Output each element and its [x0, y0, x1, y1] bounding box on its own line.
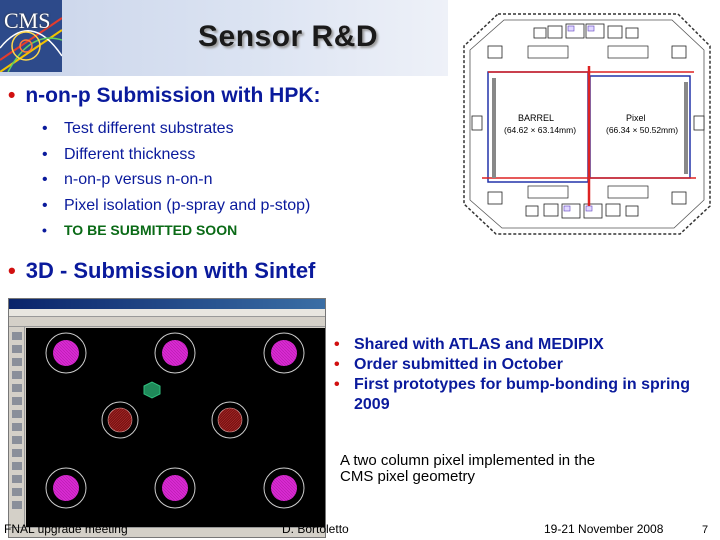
section1-heading: •n-on-p Submission with HPK:: [8, 84, 321, 107]
list-item: •Order submitted in October: [334, 356, 563, 373]
slide-title: Sensor R&D: [198, 20, 379, 53]
list-item-emphasis: •TO BE SUBMITTED SOON: [42, 222, 238, 238]
window-statusbar: [9, 527, 325, 537]
page-number: 7: [702, 524, 709, 536]
barrel-dims: (64.62 × 63.14mm): [504, 125, 576, 135]
barrel-label: BARREL: [518, 113, 554, 123]
window-toolbar: [9, 317, 325, 327]
cms-logo: CMS: [0, 0, 62, 72]
wafer-layout-drawing: BARREL (64.62 × 63.14mm) Pixel (66.34 × …: [458, 6, 718, 240]
footer-meeting: FNAL upgrade meeting: [4, 522, 128, 536]
window-menubar: [9, 309, 325, 317]
footer-date: 19-21 November 2008: [544, 522, 664, 536]
cms-logo-text: CMS: [4, 8, 51, 33]
bullet-dot: •: [8, 84, 16, 107]
tool-palette: [9, 327, 25, 527]
list-item: •Test different substrates: [42, 120, 234, 137]
section1-list: •Test different substrates •Different th…: [42, 116, 310, 244]
footer-author: D. Bortoletto: [282, 522, 349, 536]
window-titlebar: [9, 299, 325, 309]
header-band: [0, 0, 448, 76]
list-item: •Shared with ATLAS and MEDIPIX: [334, 336, 604, 353]
section2-list: •Shared with ATLAS and MEDIPIX •Order su…: [334, 335, 704, 415]
bullet-dot: •: [8, 258, 16, 283]
pixel-dims: (66.34 × 50.52mm): [606, 125, 678, 135]
list-item: •Pixel isolation (p-spray and p-stop): [42, 196, 311, 214]
cms-logo-graphic: [0, 0, 62, 72]
bolla-label: bolla: [214, 508, 242, 523]
layout-canvas: [26, 328, 325, 528]
section2-heading: •3D - Submission with Sintef: [8, 258, 316, 283]
list-item: •Different thickness: [42, 145, 196, 163]
layout-editor-screenshot: [8, 298, 326, 538]
list-item: •First prototypes for bump-bonding in sp…: [334, 376, 690, 413]
layout-caption: A two column pixel implemented in the CM…: [340, 452, 596, 485]
list-item: •n-on-p versus n-on-n: [42, 171, 213, 188]
pixel-label: Pixel: [626, 113, 646, 123]
